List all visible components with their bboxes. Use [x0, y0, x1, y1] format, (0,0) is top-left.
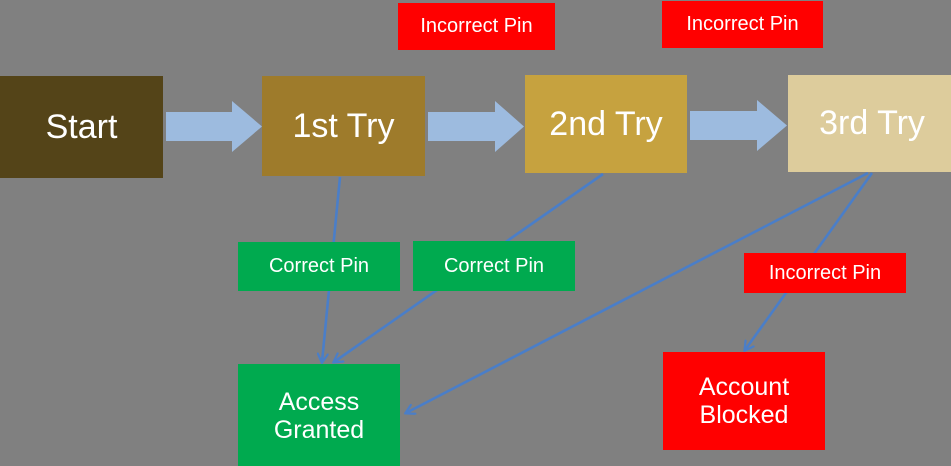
- node-account-blocked-line2: Blocked: [699, 401, 789, 429]
- node-start[interactable]: Start: [0, 76, 163, 178]
- edge-label-incorrect-pin-1-text: Incorrect Pin: [420, 15, 533, 37]
- edge-label-correct-pin-2-text: Correct Pin: [443, 254, 545, 277]
- edge-label-incorrect-pin-3[interactable]: Incorrect Pin: [744, 253, 906, 293]
- block-arrow-try1-to-try2: [428, 101, 524, 152]
- node-first-try-label: 1st Try: [292, 106, 395, 145]
- node-second-try[interactable]: 2nd Try: [525, 75, 687, 173]
- block-arrow-start-to-try1: [166, 101, 262, 152]
- node-account-blocked-text: Account Blocked: [699, 373, 789, 429]
- node-third-try[interactable]: 3rd Try: [788, 75, 951, 172]
- node-account-blocked-line1: Account: [698, 373, 790, 401]
- edge-label-incorrect-pin-2-text: Incorrect Pin: [686, 13, 799, 35]
- edge-label-correct-pin-1-text: Correct Pin: [268, 255, 370, 277]
- block-arrow-try2-to-try3: [690, 100, 787, 151]
- edge-label-incorrect-pin-1[interactable]: Incorrect Pin: [398, 3, 555, 50]
- edge-label-correct-pin-2[interactable]: Correct Pin: [413, 241, 575, 291]
- node-second-try-label: 2nd Try: [549, 104, 663, 143]
- node-account-blocked[interactable]: Account Blocked: [663, 352, 825, 450]
- node-start-label: Start: [45, 107, 118, 146]
- edge-label-incorrect-pin-3-text: Incorrect Pin: [768, 261, 882, 284]
- edge-label-correct-pin-1[interactable]: Correct Pin: [238, 242, 400, 291]
- edge-label-incorrect-pin-2[interactable]: Incorrect Pin: [662, 1, 823, 48]
- node-first-try[interactable]: 1st Try: [262, 76, 425, 176]
- node-access-granted-text: Access Granted: [274, 388, 364, 444]
- edge-try3-to-access: [406, 171, 869, 413]
- node-access-granted-line1: Access: [278, 388, 360, 416]
- node-access-granted[interactable]: Access Granted: [238, 364, 400, 466]
- node-access-granted-line2: Granted: [273, 416, 365, 444]
- node-third-try-label: 3rd Try: [819, 104, 925, 143]
